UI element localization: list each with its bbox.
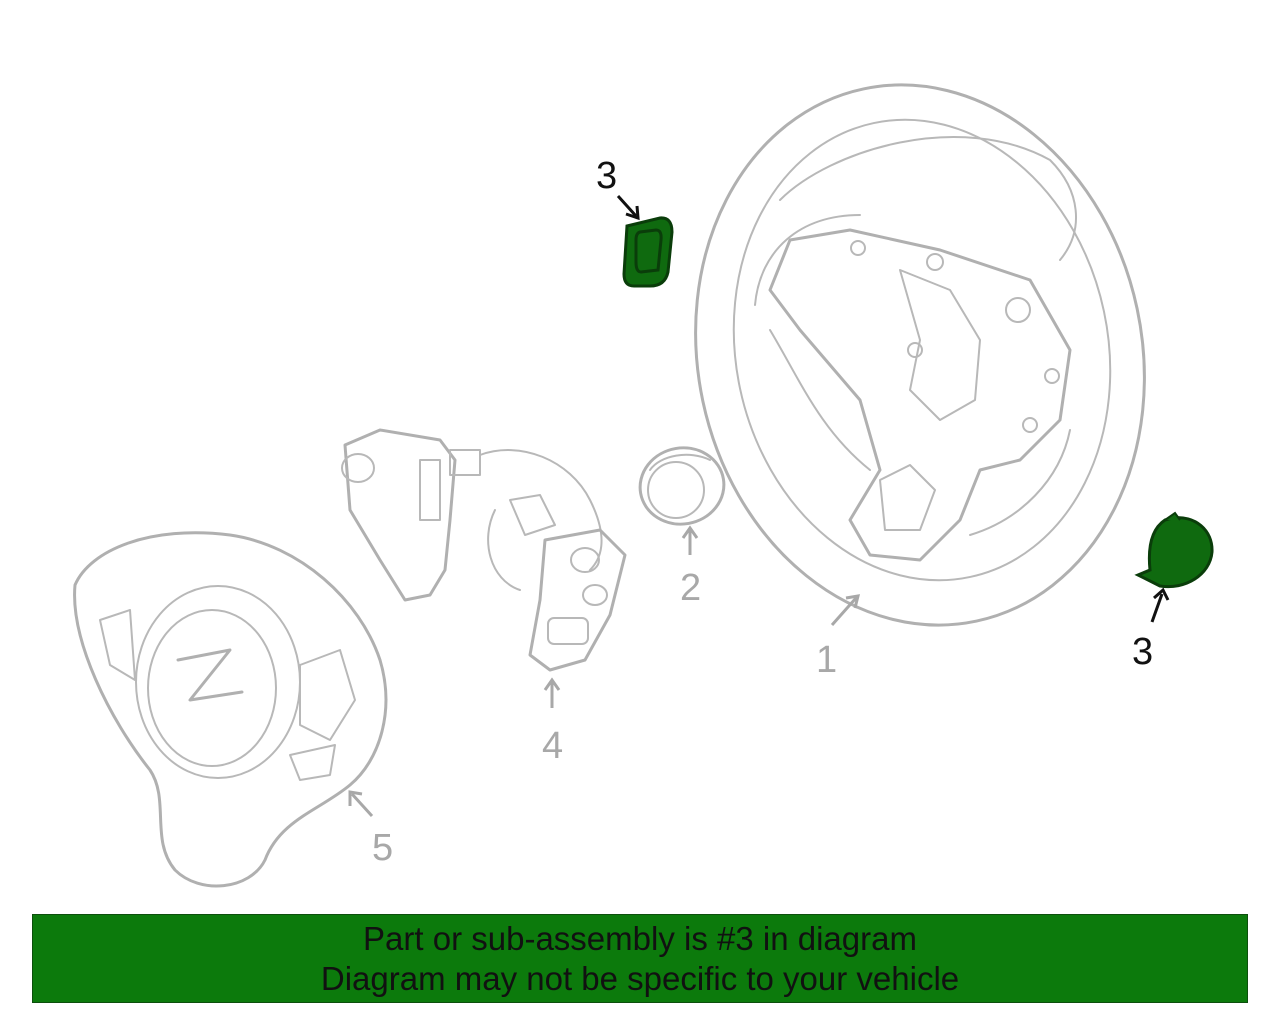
callout-3-lower: 3 <box>1132 587 1170 673</box>
part-4-switch-assembly <box>341 428 627 672</box>
part-3-lower-highlighted <box>1134 511 1214 589</box>
banner-line-part-number: Part or sub-assembly is #3 in diagram <box>363 919 917 957</box>
callout-1: 1 <box>816 594 861 681</box>
svg-text:2: 2 <box>680 567 701 609</box>
steering-wheel <box>694 83 1146 627</box>
part-2-ring <box>638 446 726 526</box>
svg-text:4: 4 <box>542 725 563 767</box>
svg-text:3: 3 <box>596 155 617 197</box>
callout-3-upper: 3 <box>596 155 640 221</box>
callout-2: 2 <box>680 525 701 609</box>
svg-text:3: 3 <box>1132 631 1153 673</box>
info-banner: Part or sub-assembly is #3 in diagram Di… <box>32 914 1248 1003</box>
banner-line-disclaimer: Diagram may not be specific to your vehi… <box>320 959 960 997</box>
callout-4: 4 <box>542 677 563 767</box>
part-3-upper-highlighted <box>622 216 674 288</box>
svg-text:5: 5 <box>372 827 393 869</box>
parts-diagram: 1 2 4 <box>73 83 1214 888</box>
svg-text:1: 1 <box>816 639 837 681</box>
part-5-airbag-module <box>73 531 388 888</box>
callout-5: 5 <box>348 790 393 869</box>
